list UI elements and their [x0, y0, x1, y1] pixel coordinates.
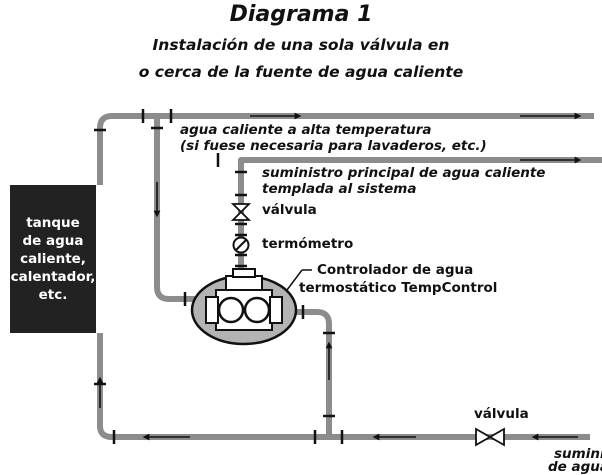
mixed-outlet-pipe	[280, 309, 332, 437]
thermometer-label: termómetro	[262, 236, 354, 252]
hot-pipe-top	[97, 113, 594, 185]
controller-leader-line	[286, 269, 303, 291]
valve-bottom-icon	[475, 427, 505, 447]
cold-supply-label-line1: suminis	[554, 446, 602, 462]
valve-bottom-label: válvula	[474, 406, 529, 422]
tank-label: tanque de agua caliente, calentador, etc…	[10, 215, 96, 303]
diagram-title: Diagrama 1	[229, 2, 373, 27]
controller-icon	[190, 268, 298, 346]
branch-pipe-down	[154, 116, 208, 302]
controller-label-line2: termostático TempControl	[299, 280, 498, 296]
supply-label-line2: templada al sistema	[262, 181, 417, 197]
diagram-subtitle-line1: Instalación de una sola válvula en	[152, 36, 450, 54]
valve-top-label: válvula	[262, 202, 317, 218]
cold-supply-label-line2: de agua	[548, 459, 602, 475]
thermometer-icon	[232, 236, 250, 254]
water-heater-tank: tanque de agua caliente, calentador, etc…	[10, 185, 96, 333]
supply-label-line1: suministro principal de agua caliente	[262, 165, 546, 181]
diagram-subtitle-line2: o cerca de la fuente de agua caliente	[138, 63, 464, 81]
tank-return-pipe	[97, 333, 590, 440]
high-temp-label-line1: agua caliente a alta temperatura	[180, 122, 432, 138]
controller-label-line1: Controlador de agua	[317, 262, 474, 278]
high-temp-label-line2: (si fuese necesaria para lavaderos, etc.…	[180, 138, 487, 154]
supply-pipe	[238, 157, 602, 168]
valve-top-icon	[230, 203, 252, 221]
